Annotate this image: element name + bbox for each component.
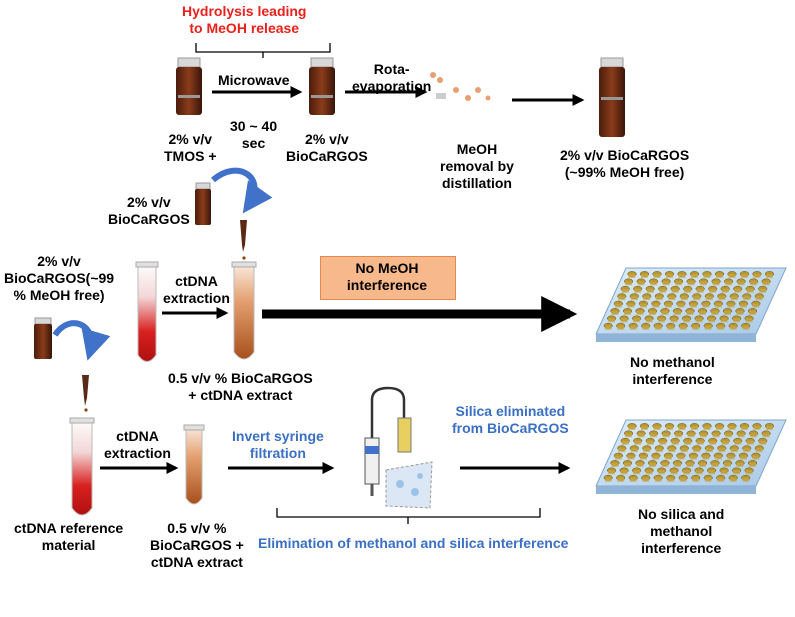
tube-sample-bottom: [69, 417, 95, 516]
curve-arrow-top: [211, 167, 273, 214]
rota-label: Rota-evaporation: [352, 61, 432, 94]
microwave-label: Microwave: [218, 72, 290, 88]
well-plate-bottom: [595, 419, 787, 494]
vial-final: [599, 57, 625, 137]
rotavap-icon: [430, 72, 491, 101]
vial-biocargos: [309, 57, 335, 115]
bottom-bracket: [276, 508, 541, 524]
pipette-top: [240, 220, 247, 260]
tube-sample-middle: [135, 261, 159, 362]
no-meoh-box: [320, 256, 456, 300]
syringe-icon: [364, 386, 433, 509]
tube-extract-bottom: [183, 424, 205, 505]
well-plate-top: [595, 267, 787, 342]
final-label: 2% v/v BioCaRGOS(~99% MeOH free): [560, 147, 690, 180]
vial-left: [34, 317, 52, 359]
top-bracket: [195, 43, 331, 58]
extract-label-bottom: 0.5 v/v %BioCaRGOS +ctDNA extract: [150, 520, 244, 570]
extract-label-middle: 0.5 v/v % BioCaRGOS+ ctDNA extract: [168, 370, 313, 403]
pipette-left: [82, 375, 89, 412]
tube-extract-middle: [231, 261, 257, 360]
vial-tmos: [176, 57, 202, 115]
vial-small: [195, 182, 211, 225]
curve-arrow-left: [52, 320, 111, 361]
elimination-label: Elimination of methanol and silica inter…: [258, 535, 569, 551]
